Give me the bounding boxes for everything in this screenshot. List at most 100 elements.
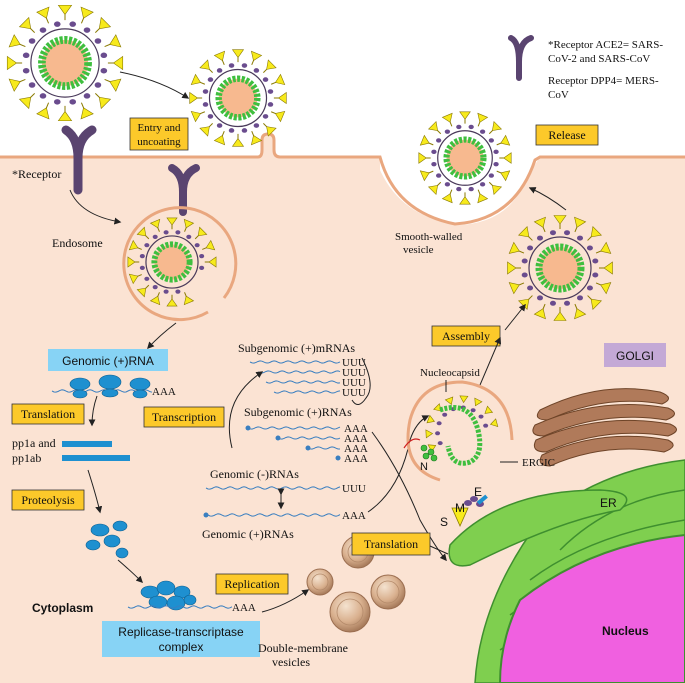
subgenomic-mrnas-label: Subgenomic (+)mRNAs bbox=[238, 341, 355, 355]
n-protein-dots bbox=[420, 444, 438, 462]
mrna-uuu: UUU bbox=[342, 367, 366, 379]
polyprotein-pp1a bbox=[62, 441, 112, 447]
release-box bbox=[535, 124, 599, 146]
ribosomes bbox=[69, 374, 151, 399]
subgenomic-aaa: AAA bbox=[344, 453, 368, 465]
endosome-membrane bbox=[122, 206, 238, 322]
spike-protein-s bbox=[451, 507, 469, 527]
entry-label-line-1: Entry and bbox=[137, 122, 181, 134]
receptor-note-line-3: Receptor DPP4= MERS- bbox=[548, 75, 659, 87]
arrow-transcription bbox=[228, 371, 264, 449]
arrow-to-endosome bbox=[69, 189, 122, 225]
genomic-neg-uuu: UUU bbox=[342, 483, 366, 495]
replicase-line-1: Replicase-transcriptase bbox=[118, 625, 244, 639]
receptor-note-line-4: CoV bbox=[548, 89, 569, 101]
mrna-strand bbox=[273, 390, 341, 394]
replicase-box bbox=[102, 621, 260, 657]
nucleus-label: Nucleus bbox=[602, 624, 649, 638]
translation-box-1 bbox=[11, 403, 85, 425]
virion-assembling bbox=[425, 395, 499, 466]
genomic-rna-polya: AAA bbox=[152, 386, 176, 398]
subgenomic-strand bbox=[247, 426, 341, 430]
smooth-vesicle-line-2: vesicle bbox=[403, 244, 434, 256]
smooth-vesicle-line-1: Smooth-walled bbox=[395, 231, 463, 243]
subgenomic-aaa: AAA bbox=[344, 423, 368, 435]
arrow-proteolysis bbox=[87, 469, 103, 514]
subgenomic-cap bbox=[245, 425, 251, 431]
arrow-assembly-2 bbox=[504, 303, 526, 331]
virion bbox=[189, 49, 287, 147]
receptor-note-line-2: CoV-2 and SARS-CoV bbox=[548, 53, 650, 65]
n-protein-label: N bbox=[420, 461, 428, 473]
transcription-label: Transcription bbox=[152, 410, 216, 424]
subgenomic-aaa: AAA bbox=[344, 433, 368, 445]
assembly-label: Assembly bbox=[442, 329, 490, 343]
replicase-rna-strand bbox=[127, 605, 233, 609]
protein-fragments bbox=[85, 520, 129, 559]
golgi-label: GOLGI bbox=[616, 349, 654, 363]
mrna-uuu: UUU bbox=[342, 387, 366, 399]
translation-label-2: Translation bbox=[364, 537, 418, 551]
er-label: ER bbox=[600, 496, 617, 510]
subgenomic-cap bbox=[305, 445, 311, 451]
receptor-legend: *Receptor ACE2= SARS- CoV-2 and SARS-CoV… bbox=[508, 35, 663, 101]
mrna-strand bbox=[249, 360, 341, 364]
genomic-neg-strand bbox=[205, 486, 341, 490]
virion bbox=[127, 217, 217, 307]
genomic-rna-label: Genomic (+)RNA bbox=[62, 354, 154, 368]
s-protein-label: S bbox=[440, 515, 448, 529]
genomic-pos-strand bbox=[207, 513, 341, 517]
arrow-to-genomic-rna bbox=[147, 322, 177, 350]
dmv-line-2: vesicles bbox=[272, 655, 310, 669]
arrow-assembly-1 bbox=[479, 336, 502, 386]
subgenomic-cap bbox=[335, 455, 341, 461]
proteolysis-label: Proteolysis bbox=[21, 493, 75, 507]
arrow-release bbox=[528, 187, 567, 211]
mrna-strand bbox=[257, 370, 341, 374]
genomic-neg-rnas-label: Genomic (-)RNAs bbox=[210, 467, 299, 481]
subgenomic-aaa: AAA bbox=[344, 443, 368, 455]
envelope-protein-e bbox=[476, 494, 488, 505]
arrow-to-nucleocapsid bbox=[367, 415, 430, 513]
proteolysis-box bbox=[11, 489, 85, 511]
dmv-line-1: Double-membrane bbox=[258, 641, 348, 655]
mrna-strand bbox=[265, 380, 341, 384]
polyprotein-pp1ab bbox=[62, 455, 130, 461]
mrna-link bbox=[351, 357, 371, 405]
subgenomic-rnas-label: Subgenomic (+)RNAs bbox=[244, 405, 352, 419]
virion-particles bbox=[6, 4, 613, 466]
release-label: Release bbox=[548, 128, 585, 142]
endosome-label: Endosome bbox=[52, 236, 103, 250]
mrna-uuu: UUU bbox=[342, 357, 366, 369]
replication-label: Replication bbox=[224, 577, 279, 591]
subgenomic-cap bbox=[275, 435, 281, 441]
entry-uncoating-box bbox=[129, 117, 189, 151]
genomic-cap bbox=[203, 512, 209, 518]
entry-label-line-2: uncoating bbox=[137, 136, 181, 148]
ergic-label: ERGIC bbox=[522, 457, 555, 469]
genomic-pos-aaa: AAA bbox=[342, 510, 366, 522]
pp1a-line-2: pp1ab bbox=[12, 451, 41, 465]
genomic-rna-box bbox=[48, 349, 168, 371]
replicase-line-2: complex bbox=[159, 640, 204, 654]
cytoplasm-label: Cytoplasm bbox=[32, 601, 93, 615]
arrow-entry bbox=[119, 71, 190, 99]
replication-box bbox=[215, 573, 289, 595]
subgenomic-strand bbox=[277, 436, 341, 440]
genomic-pos-rnas-label: Genomic (+)RNAs bbox=[202, 527, 294, 541]
receptor-icon bbox=[61, 125, 97, 195]
golgi-apparatus bbox=[532, 388, 677, 467]
translation-label-1: Translation bbox=[21, 407, 75, 421]
rna-red bbox=[403, 438, 421, 449]
virion bbox=[6, 4, 124, 122]
transcription-box bbox=[143, 406, 225, 428]
virion bbox=[507, 215, 613, 321]
ergic-membrane bbox=[406, 380, 514, 482]
assembly-box bbox=[431, 325, 501, 347]
subgenomic-strand bbox=[307, 446, 341, 450]
m-protein-label: M bbox=[455, 501, 465, 515]
receptor-label: *Receptor bbox=[12, 167, 61, 181]
